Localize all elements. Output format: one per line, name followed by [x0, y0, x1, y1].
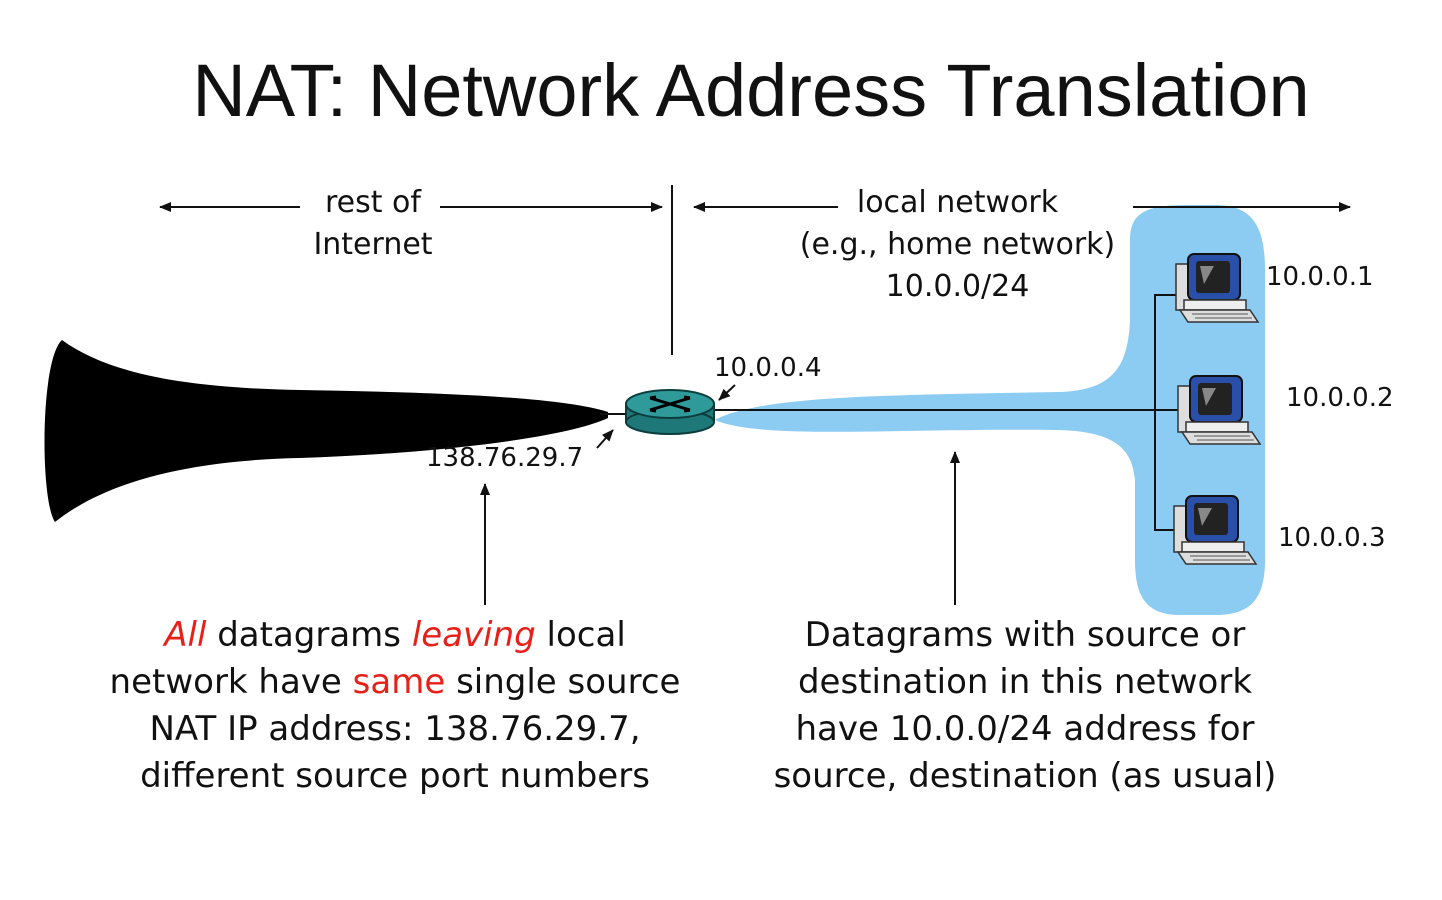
- slide-title: NAT: Network Address Translation: [192, 49, 1310, 132]
- router-public-ip: 138.76.29.7: [426, 443, 584, 473]
- host2-ip: 10.0.0.2: [1286, 383, 1394, 413]
- host-bus: [1154, 294, 1185, 531]
- host1-ip: 10.0.0.1: [1266, 262, 1374, 292]
- left-note: All datagrams leaving local network have…: [70, 612, 720, 800]
- host-computer-1-icon: [1175, 253, 1260, 323]
- host-computer-3-icon: [1173, 495, 1258, 565]
- right-note-line-3: have 10.0.0/24 address for: [795, 709, 1255, 749]
- left-note-line-2: network have same single source: [109, 662, 681, 702]
- left-note-line-1: All datagrams leaving local: [164, 615, 626, 655]
- left-note-line-4: different source port numbers: [140, 756, 650, 796]
- right-note-line-1: Datagrams with source or: [804, 615, 1246, 655]
- router-local-ip: 10.0.0.4: [714, 353, 822, 383]
- right-note-line-2: destination in this network: [797, 662, 1253, 702]
- nat-router-icon: [625, 389, 715, 435]
- emphasis-leaving: leaving: [411, 615, 536, 655]
- emphasis-same: same: [352, 662, 446, 702]
- local-ip-pointer: [718, 384, 736, 401]
- host3-ip: 10.0.0.3: [1278, 523, 1386, 553]
- host-computer-2-icon: [1177, 375, 1262, 445]
- local-network-label: local network (e.g., home network) 10.0.…: [799, 185, 1116, 304]
- right-note-line-4: source, destination (as usual): [773, 756, 1277, 796]
- internet-horn-shape: [44, 340, 608, 522]
- emphasis-all: All: [164, 615, 207, 655]
- right-note: Datagrams with source or destination in …: [735, 612, 1315, 800]
- left-note-line-3: NAT IP address: 138.76.29.7,: [149, 709, 641, 749]
- rest-of-internet-label: rest of Internet: [313, 185, 433, 262]
- public-ip-pointer: [596, 429, 614, 449]
